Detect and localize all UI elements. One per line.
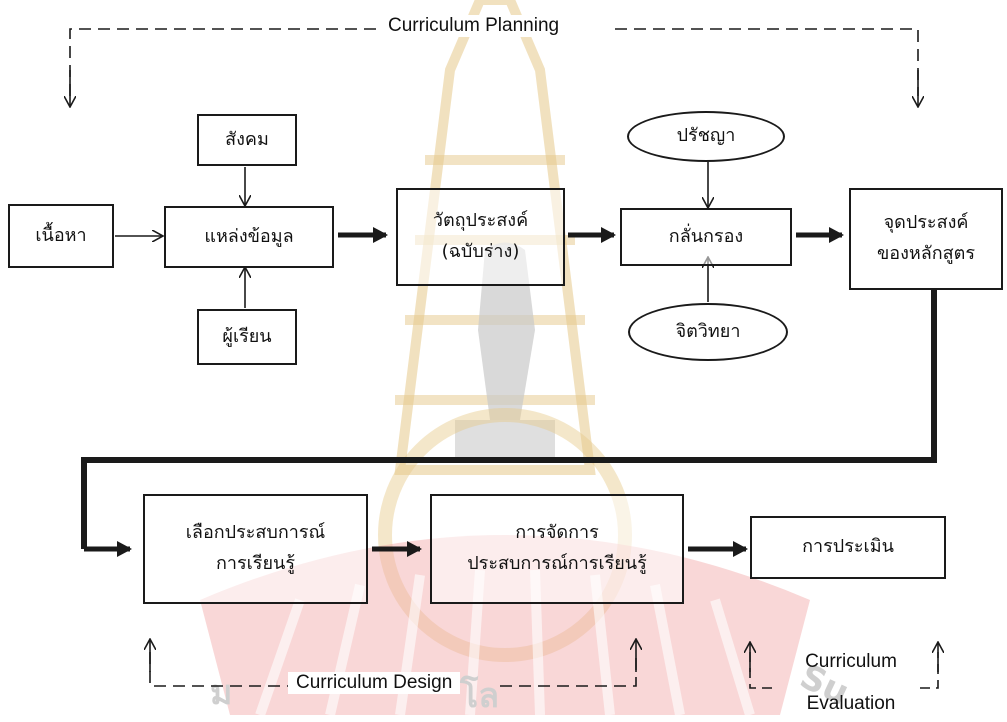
source-box: แหล่งข้อมูล <box>164 206 334 268</box>
society-label: สังคม <box>225 128 269 150</box>
psychology-label: จิตวิทยา <box>675 320 741 342</box>
curriculum-evaluation-line1: Curriculum <box>805 651 897 672</box>
curriculum-evaluation-line2: Evaluation <box>806 692 896 714</box>
connector-goal-to-select <box>81 290 937 549</box>
watermark-letter-left: ม <box>210 673 233 713</box>
evaluate-label: การประเมิน <box>802 536 894 558</box>
psychology-ellipse: จิตวิทยา <box>628 303 788 361</box>
select-line2: การเรียนรู้ <box>215 553 295 574</box>
manage-line1: การจัดการ <box>515 522 599 544</box>
objective-line1: วัตถุประสงค์ <box>432 210 529 232</box>
watermark-tower <box>394 0 596 475</box>
source-label: แหล่งข้อมูล <box>204 225 294 247</box>
philosophy-ellipse: ปรัชญา <box>627 111 785 162</box>
learner-box: ผู้เรียน <box>197 309 297 365</box>
learner-label: ผู้เรียน <box>222 325 272 347</box>
goal-line1: จุดประสงค์ <box>883 212 969 234</box>
manage-line2: ประสบการณ์การเรียนรู้ <box>467 553 647 574</box>
goal-box: จุดประสงค์ ของหลักสูตร <box>849 188 1003 290</box>
watermark-statue <box>478 242 535 420</box>
screen-label: กลั่นกรอง <box>668 225 744 247</box>
evaluate-box: การประเมิน <box>750 516 946 579</box>
planning-bracket <box>69 28 919 96</box>
watermark-fan-stripes <box>255 569 755 715</box>
manage-experience-box: การจัดการ ประสบการณ์การเรียนรู้ <box>430 494 684 604</box>
select-line1: เลือกประสบการณ์ <box>185 522 326 544</box>
screen-box: กลั่นกรอง <box>620 208 792 266</box>
goal-line2: ของหลักสูตร <box>876 243 976 264</box>
objective-line2: (ฉบับร่าง) <box>441 241 520 262</box>
select-experience-box: เลือกประสบการณ์ การเรียนรู้ <box>143 494 368 604</box>
content-label: เนื้อหา <box>35 224 87 246</box>
curriculum-evaluation-label: Curriculum Evaluation <box>776 651 926 715</box>
objective-box: วัตถุประสงค์ (ฉบับร่าง) <box>396 188 565 286</box>
curriculum-planning-label: Curriculum Planning <box>380 15 568 37</box>
society-box: สังคม <box>197 114 297 166</box>
watermark-letter-center: โล <box>460 676 500 716</box>
curriculum-design-label: Curriculum Design <box>288 672 461 694</box>
philosophy-label: ปรัชญา <box>676 125 736 147</box>
content-box: เนื้อหา <box>8 204 114 268</box>
watermark-pedestal <box>455 420 555 460</box>
